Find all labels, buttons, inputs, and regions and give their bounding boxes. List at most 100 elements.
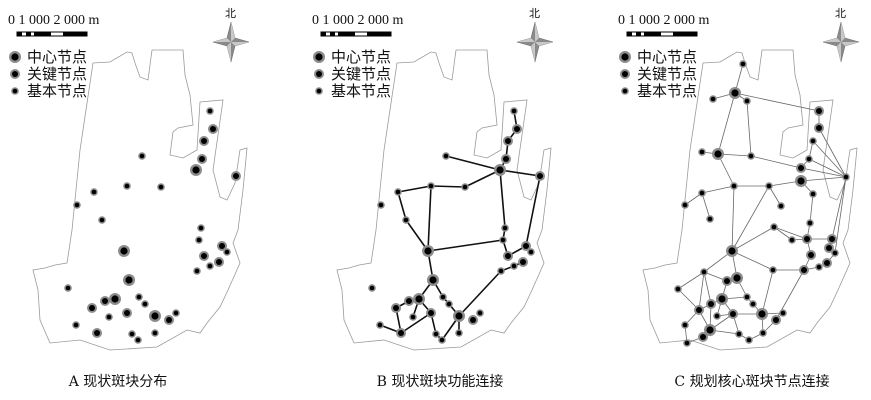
key-node bbox=[10, 69, 20, 79]
basic-node bbox=[128, 330, 136, 338]
key-node bbox=[827, 234, 837, 244]
basic-node bbox=[621, 87, 629, 95]
center-node bbox=[109, 293, 121, 305]
key-node bbox=[512, 124, 522, 134]
link bbox=[800, 176, 847, 182]
link bbox=[818, 127, 847, 178]
key-node bbox=[122, 308, 132, 318]
key-node bbox=[164, 315, 174, 325]
link bbox=[701, 185, 735, 194]
basic-node bbox=[706, 215, 714, 223]
key-node bbox=[698, 332, 708, 342]
key-node bbox=[796, 163, 806, 173]
basic-node bbox=[777, 202, 785, 210]
planned-links bbox=[677, 63, 847, 344]
center-node bbox=[726, 245, 738, 257]
basic-node bbox=[815, 263, 823, 271]
basic-node bbox=[809, 137, 817, 145]
key-node bbox=[404, 296, 414, 306]
key-node bbox=[806, 250, 816, 260]
link bbox=[427, 185, 432, 252]
basic-node bbox=[438, 336, 446, 344]
basic-node bbox=[394, 188, 402, 196]
basic-node bbox=[455, 329, 463, 337]
scale-bar: 0 1 000 2 000 m bbox=[8, 13, 100, 37]
basic-node bbox=[141, 300, 149, 308]
basic-node bbox=[700, 268, 708, 276]
basic-node bbox=[11, 87, 19, 95]
basic-node bbox=[499, 236, 507, 244]
key-node bbox=[391, 303, 401, 313]
basic-node bbox=[765, 182, 773, 190]
link bbox=[731, 250, 774, 271]
key-node bbox=[231, 171, 241, 181]
link bbox=[761, 269, 774, 315]
basic-node bbox=[105, 313, 113, 321]
key-node bbox=[503, 251, 513, 261]
legend-label-key: 关键节点 bbox=[637, 65, 697, 83]
key-node bbox=[814, 106, 824, 116]
basic-node bbox=[193, 267, 201, 275]
center-node bbox=[704, 324, 716, 336]
key-node bbox=[396, 328, 406, 338]
basic-node bbox=[743, 97, 751, 105]
key-node bbox=[197, 154, 207, 164]
link bbox=[734, 92, 820, 112]
basic-node bbox=[206, 262, 214, 270]
link bbox=[746, 100, 752, 157]
study-area-boundary bbox=[336, 49, 552, 351]
caption-b: B 现状斑块功能连接 bbox=[377, 373, 504, 390]
key-node bbox=[521, 241, 531, 251]
basic-node bbox=[72, 321, 80, 329]
legend-label-center: 中心节点 bbox=[27, 48, 87, 66]
center-node bbox=[619, 51, 631, 63]
center-node bbox=[729, 87, 741, 99]
link bbox=[750, 155, 802, 169]
key-node bbox=[92, 328, 102, 338]
link bbox=[397, 185, 432, 193]
legend-label-basic: 基本节点 bbox=[331, 82, 391, 100]
basic-node bbox=[759, 329, 767, 337]
center-node bbox=[149, 310, 161, 322]
scale-bar-label: 0 1 000 2 000 m bbox=[8, 13, 100, 28]
study-area-boundary bbox=[32, 49, 248, 351]
key-node bbox=[87, 303, 97, 313]
basic-node bbox=[510, 107, 518, 115]
key-node bbox=[199, 251, 209, 261]
center-node bbox=[494, 164, 506, 176]
link bbox=[701, 192, 711, 220]
north-arrow-icon: 北 bbox=[822, 7, 860, 63]
basic-node bbox=[510, 262, 518, 270]
center-node bbox=[712, 148, 724, 160]
basic-node bbox=[206, 107, 214, 115]
link bbox=[698, 271, 705, 311]
basic-node bbox=[432, 330, 440, 338]
link bbox=[831, 176, 847, 240]
key-node bbox=[706, 299, 716, 309]
key-node bbox=[535, 171, 545, 181]
basic-node bbox=[402, 216, 410, 224]
basic-node bbox=[439, 293, 447, 301]
key-node bbox=[217, 241, 227, 251]
link bbox=[812, 140, 847, 178]
basic-node bbox=[64, 284, 72, 292]
center-node bbox=[190, 164, 202, 176]
key-node bbox=[468, 315, 478, 325]
basic-node bbox=[368, 284, 376, 292]
basic-node bbox=[770, 223, 778, 231]
basic-node bbox=[98, 216, 106, 224]
link bbox=[458, 270, 502, 317]
key-node bbox=[100, 296, 110, 306]
link bbox=[768, 185, 782, 207]
basic-node bbox=[134, 336, 142, 344]
center-node bbox=[453, 310, 465, 322]
link bbox=[703, 271, 712, 305]
basic-node bbox=[172, 309, 180, 317]
center-node bbox=[427, 274, 439, 286]
basic-node bbox=[745, 336, 753, 344]
